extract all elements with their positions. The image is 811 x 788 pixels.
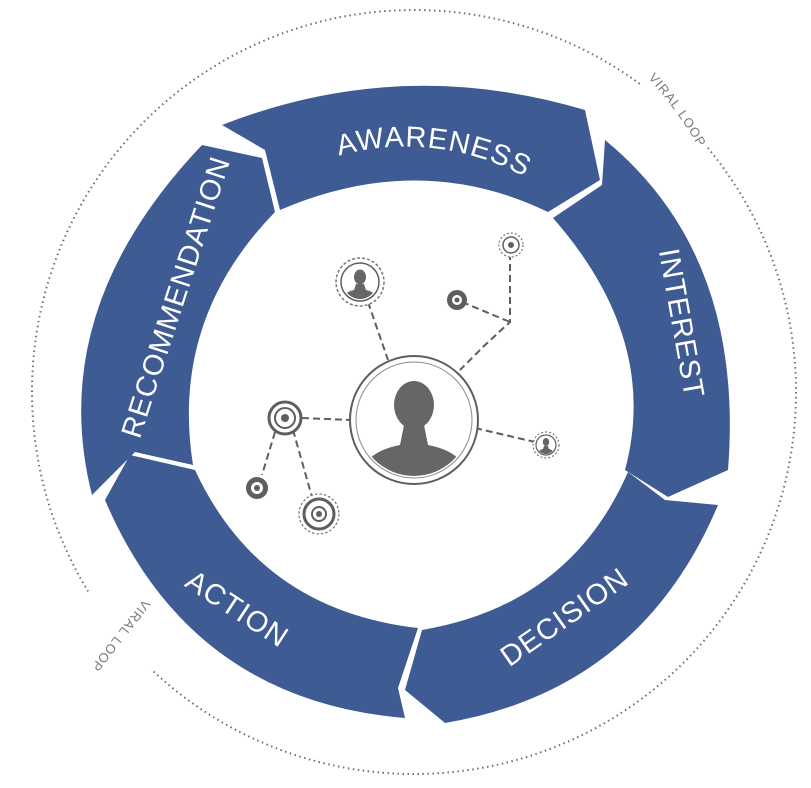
user-node-icon [532, 431, 560, 459]
viral-loop-ring [31, 9, 797, 775]
target-node-icon [298, 493, 340, 535]
network-connectors [261, 253, 536, 498]
target-node-icon [267, 400, 303, 436]
stage-segment-decision[interactable] [405, 472, 718, 723]
stage-segment-action[interactable] [105, 455, 418, 718]
stage-ring [81, 85, 730, 723]
target-node-icon [447, 290, 467, 310]
target-node-icon [246, 477, 268, 499]
central-user-icon [349, 355, 479, 485]
stage-segment-awareness[interactable] [222, 85, 600, 212]
user-node-icon [335, 257, 385, 307]
stage-segment-recommendation[interactable] [81, 145, 275, 495]
target-node-icon [498, 232, 524, 258]
stage-segment-interest[interactable] [553, 140, 730, 497]
